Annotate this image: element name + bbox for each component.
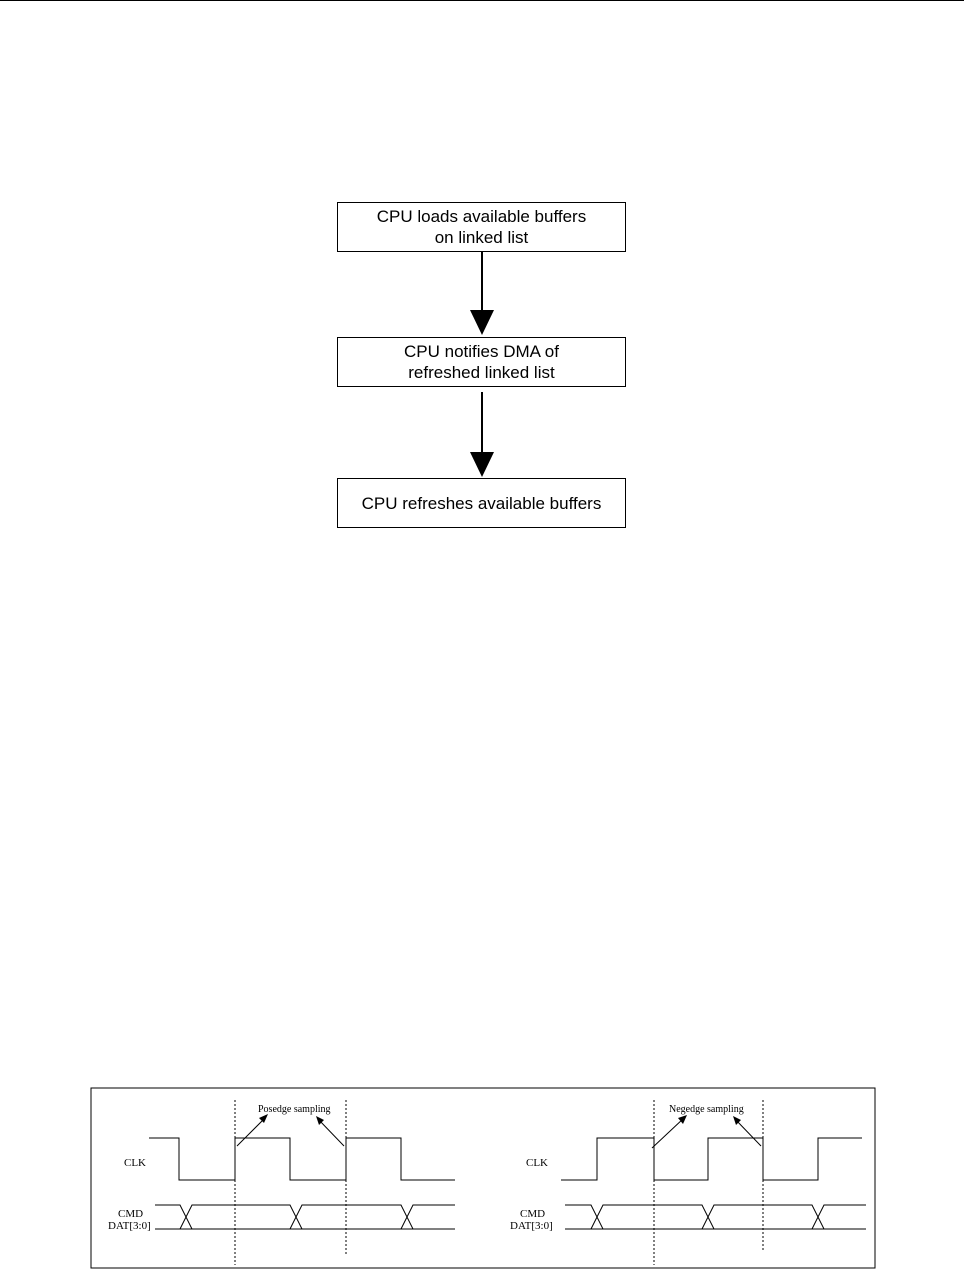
flow-step-refresh-buffers-text: CPU refreshes available buffers <box>361 493 602 513</box>
left-clk-waveform <box>149 1137 455 1181</box>
left-annotation-arrow-1 <box>236 1116 267 1147</box>
flowchart-arrows <box>470 252 494 477</box>
right-annotation-arrow-2 <box>734 1118 762 1147</box>
right-clk-waveform <box>561 1137 862 1181</box>
negedge-timing: CLK CMD DAT[3:0] Negedge sampling <box>510 1100 866 1265</box>
left-dat-label: DAT[3:0] <box>108 1220 151 1232</box>
right-annotation-arrow-1 <box>651 1117 685 1149</box>
right-cmd-label: CMD <box>520 1208 545 1220</box>
flow-step-notify-dma-text: CPU notifies DMA of refreshed linked lis… <box>404 342 559 382</box>
left-bus-waveform <box>155 1204 455 1230</box>
flow-arrow-2-head <box>470 452 494 477</box>
left-cmd-label: CMD <box>118 1208 143 1220</box>
flow-step-load-buffers: CPU loads available buffers on linked li… <box>337 202 626 252</box>
left-annotation-arrowhead-1 <box>259 1114 268 1123</box>
right-annotation-arrowhead-1 <box>678 1115 687 1124</box>
timing-frame <box>90 1087 876 1269</box>
left-sampling-annotation: Posedge sampling <box>258 1104 331 1115</box>
right-clk-label: CLK <box>526 1157 548 1169</box>
left-annotation-arrowhead-2 <box>316 1116 324 1125</box>
posedge-timing: CLK CMD DAT[3:0] Posedge sampling <box>108 1100 455 1265</box>
left-clk-label: CLK <box>124 1157 146 1169</box>
left-annotation-arrow-2 <box>317 1118 345 1147</box>
right-sampling-annotation: Negedge sampling <box>669 1104 744 1115</box>
right-dat-label: DAT[3:0] <box>510 1220 553 1232</box>
flow-arrow-1-head <box>470 310 494 335</box>
right-bus-waveform <box>565 1204 866 1230</box>
flow-step-refresh-buffers: CPU refreshes available buffers <box>337 478 626 528</box>
flow-step-load-buffers-text: CPU loads available buffers on linked li… <box>376 207 587 247</box>
right-annotation-arrowhead-2 <box>733 1116 741 1125</box>
flow-step-notify-dma: CPU notifies DMA of refreshed linked lis… <box>337 337 626 387</box>
page-top-rule <box>0 0 964 1</box>
